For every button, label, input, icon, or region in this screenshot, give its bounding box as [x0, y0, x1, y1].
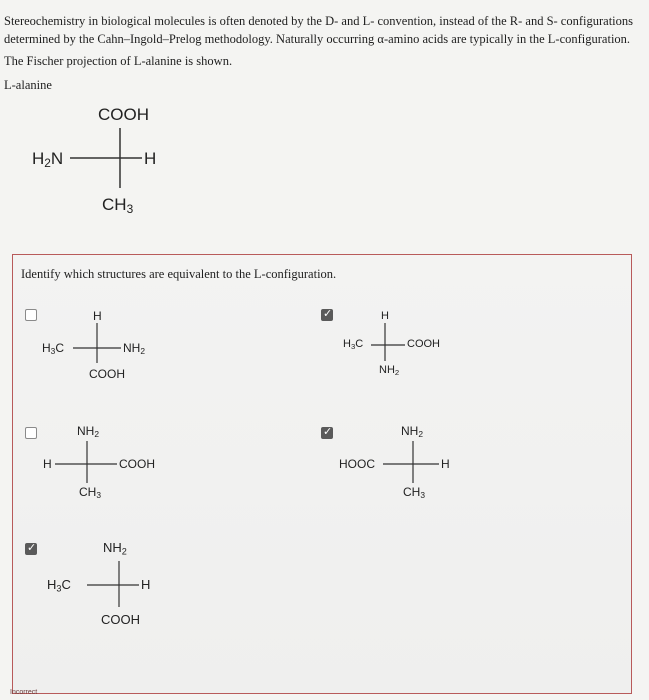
- option-5-top: NH2: [103, 540, 127, 557]
- option-5-cross-lines: [87, 561, 139, 607]
- option-5-left: H3C: [47, 577, 71, 594]
- reference-cross-lines: [70, 128, 142, 188]
- option-3-structure: NH2 H COOH CH3: [39, 425, 169, 511]
- option-3-bottom: CH3: [79, 485, 102, 501]
- reference-top-group: COOH: [98, 105, 149, 124]
- option-2-right: COOH: [407, 338, 440, 350]
- option-5-structure: NH2 H3C H COOH: [43, 541, 183, 637]
- option-5-bottom: COOH: [101, 612, 140, 627]
- check-icon: ✓: [323, 307, 333, 320]
- result-status: Incorrect: [10, 689, 38, 696]
- check-icon: ✓: [323, 425, 333, 438]
- option-4-right: H: [441, 457, 450, 471]
- reference-fischer-projection: COOH H2N H CH3: [30, 100, 170, 220]
- compound-label: L-alanine: [4, 78, 52, 92]
- option-4-structure: NH2 HOOC H CH3: [339, 425, 489, 511]
- option-3-top: NH2: [77, 424, 100, 440]
- option-1-checkbox[interactable]: [25, 309, 37, 321]
- option-3-left: H: [43, 457, 52, 471]
- option-2-bottom: NH2: [379, 364, 400, 377]
- intro-line-1: Stereochemistry in biological molecules …: [4, 14, 634, 28]
- check-icon: ✓: [27, 541, 37, 554]
- option-1-left: H3C: [42, 341, 65, 357]
- option-5-checkbox[interactable]: ✓: [25, 541, 37, 555]
- option-5-right: H: [141, 577, 151, 592]
- option-2-cross-lines: [371, 323, 405, 361]
- option-4-left: HOOC: [339, 457, 375, 471]
- intro-line-2: determined by the Cahn–Ingold–Prelog met…: [4, 32, 631, 46]
- option-2-top: H: [381, 310, 389, 322]
- question-panel: Identify which structures are equivalent…: [12, 254, 632, 694]
- option-4-checkbox[interactable]: ✓: [321, 425, 333, 439]
- option-3-checkbox[interactable]: [25, 427, 37, 439]
- option-1-right: NH2: [123, 341, 146, 357]
- option-1-bottom: COOH: [89, 367, 125, 381]
- option-1-top: H: [93, 309, 102, 323]
- intro-text: Stereochemistry in biological molecules …: [4, 12, 634, 70]
- option-2-structure: H H3C COOH NH2: [343, 311, 493, 391]
- reference-left-group: H2N: [32, 149, 64, 170]
- option-4-cross-lines: [383, 441, 439, 483]
- option-1-structure: H H3C NH2 COOH: [39, 309, 169, 391]
- question-prompt: Identify which structures are equivalent…: [21, 267, 337, 281]
- option-3-cross-lines: [55, 441, 117, 483]
- option-3-right: COOH: [119, 457, 155, 471]
- reference-right-group: H: [144, 149, 157, 168]
- option-4-top: NH2: [401, 424, 424, 440]
- reference-bottom-group: CH3: [102, 195, 134, 216]
- option-4-bottom: CH3: [403, 485, 426, 501]
- option-1-cross-lines: [73, 323, 121, 363]
- option-2-left: H3C: [343, 338, 364, 351]
- option-2-checkbox[interactable]: ✓: [321, 307, 333, 321]
- intro-line-3: The Fischer projection of L-alanine is s…: [4, 54, 233, 68]
